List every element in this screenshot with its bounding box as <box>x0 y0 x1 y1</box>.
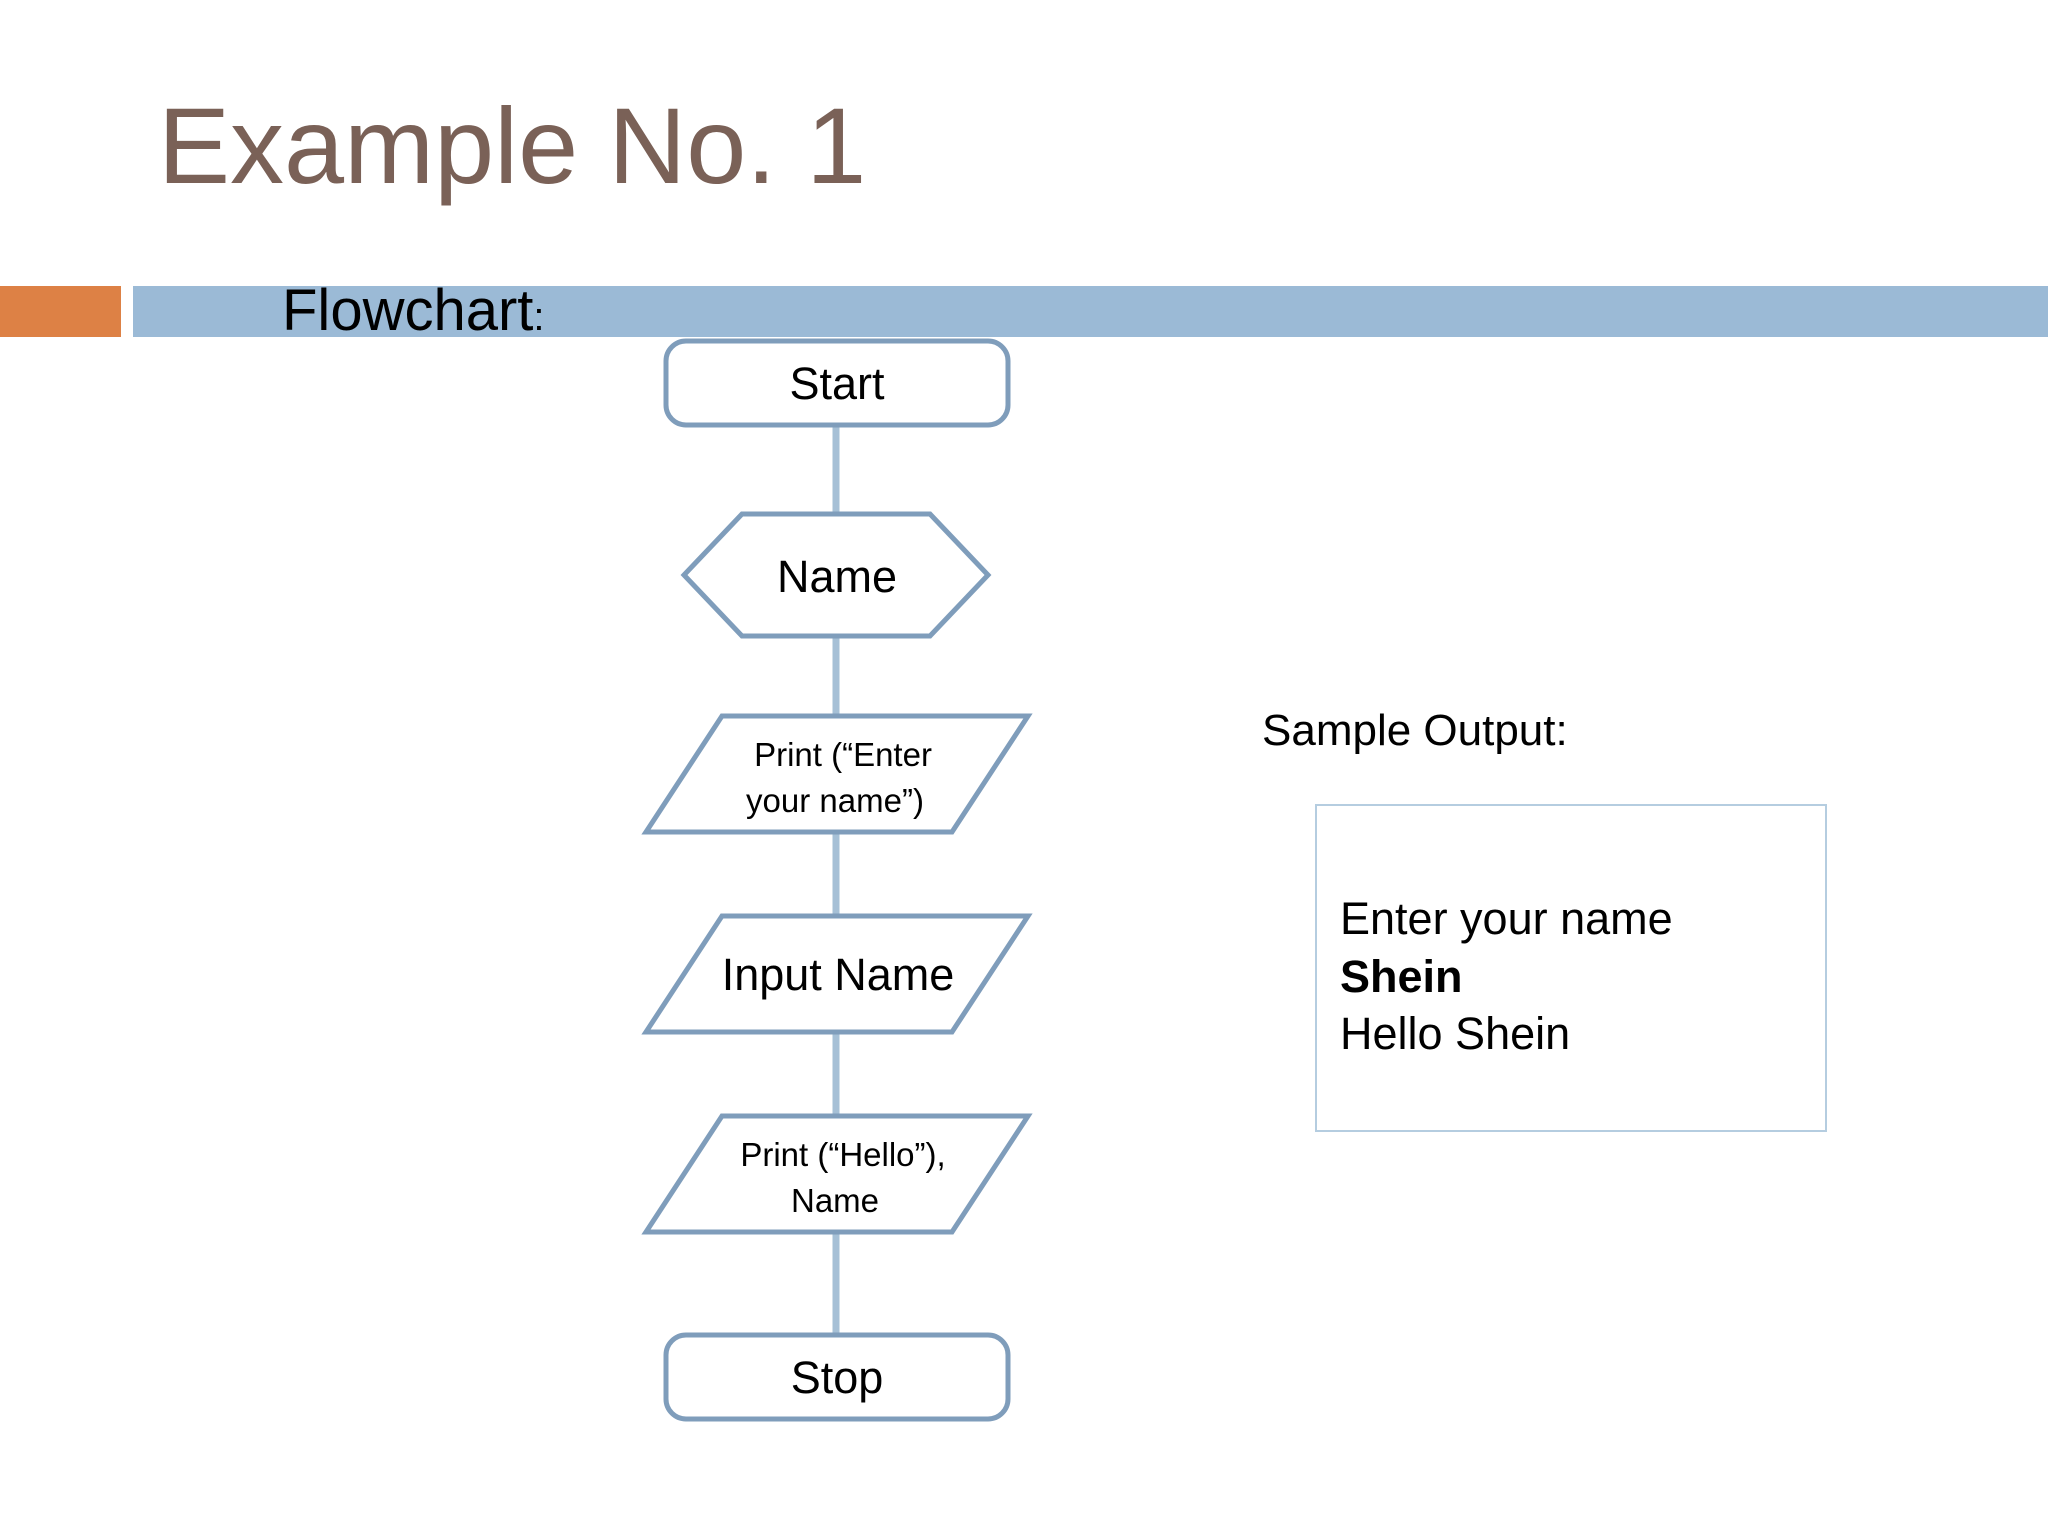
flowchart-node-input-name[interactable]: Input Name <box>641 913 1033 1035</box>
name-shape <box>680 511 992 639</box>
name-label: Name <box>777 551 897 602</box>
accent-bar-blue <box>133 286 2048 337</box>
sample-output-line: Shein <box>1340 950 1463 1002</box>
print-hello-label-line1: Print (“Hello”), <box>740 1136 945 1173</box>
flowchart-node-print-hello[interactable]: Print (“Hello”), Name <box>641 1113 1033 1235</box>
flowchart-node-print-enter-name[interactable]: Print (“Enter your name”) <box>641 713 1033 835</box>
section-subtitle-text: Flowchart <box>282 278 534 343</box>
page-title: Example No. 1 <box>158 85 867 206</box>
print-enter-name-shape <box>641 713 1033 835</box>
section-subtitle-colon: : <box>533 295 545 339</box>
section-subtitle: Flowchart: <box>282 282 545 340</box>
input-name-label: Input Name <box>722 949 955 1000</box>
flowchart-diagram: Start Name Print (“Enter your name”) Inp… <box>641 338 1033 1422</box>
print-enter-name-label-line1: Print (“Enter <box>754 736 932 773</box>
input-name-shape <box>641 913 1033 1035</box>
sample-output-box <box>1315 804 1827 1132</box>
flowchart-node-stop[interactable]: Stop <box>663 1332 1011 1422</box>
accent-bar-orange <box>0 286 121 337</box>
start-label: Start <box>789 358 885 409</box>
sample-output-line: Hello Shein <box>1340 1008 1571 1060</box>
sample-output-line: Enter your name <box>1340 893 1673 944</box>
sample-output-label: Sample Output: <box>1262 706 1568 755</box>
stop-shape <box>663 1332 1011 1422</box>
start-shape <box>663 338 1011 428</box>
print-enter-name-label-line2: your name”) <box>746 782 924 819</box>
sample-output-console: Enter your name Shein Hello Shein <box>1340 890 1810 1063</box>
print-hello-shape <box>641 1113 1033 1235</box>
stop-label: Stop <box>791 1352 884 1403</box>
flowchart-node-start[interactable]: Start <box>663 338 1011 428</box>
flowchart-node-name[interactable]: Name <box>680 511 992 639</box>
print-hello-label-line2: Name <box>791 1182 879 1219</box>
